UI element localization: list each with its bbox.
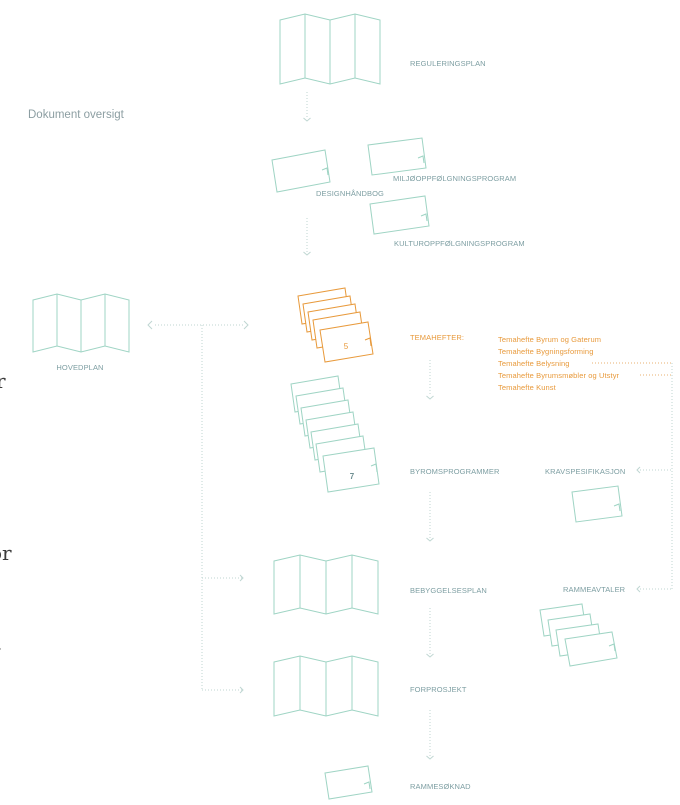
miljo-label: MILJØOPPFØLGNINGSPROGRAM	[393, 174, 516, 183]
arrow-forprosjekt-to-rammesoknad	[426, 710, 434, 760]
forprosjekt-map-icon	[273, 655, 379, 717]
kravspesifikasjon-label: KRAVSPESIFIKASJON	[545, 467, 625, 476]
temahefter-count: 5	[344, 342, 349, 351]
bebyggelsesplan-map-icon	[273, 554, 379, 615]
byromsprogrammer-stack-icon: 7	[290, 375, 380, 493]
reguleringsplan-map-icon	[279, 13, 381, 85]
designhandbog-label: DESIGNHÅNDBOG	[316, 189, 384, 198]
arrow-temahefter-to-byromsprogrammer	[426, 360, 434, 400]
temahefte-item: Temahefte Kunst	[498, 383, 557, 392]
cut-off-text-3: .	[0, 631, 2, 655]
forprosjekt-label: FORPROSJEKT	[410, 685, 467, 694]
rammesoknad-doc-icon	[324, 765, 373, 800]
byromsprogrammer-count: 7	[350, 472, 355, 481]
bebyggelsesplan-label: BEBYGGELSESPLAN	[410, 586, 487, 595]
arrow-byromsprogrammer-to-bebyggelsesplan	[426, 492, 434, 542]
arrow-reguleringsplan-to-designhandbog	[303, 92, 311, 122]
hovedplan-label: HOVEDPLAN	[56, 363, 103, 372]
temahefte-item: Temahefte Bygningsforming	[498, 347, 593, 356]
reguleringsplan-label: REGULERINGSPLAN	[410, 59, 486, 68]
hovedplan-map-icon	[32, 293, 130, 353]
temahefter-label: TEMAHEFTER:	[410, 333, 464, 342]
rammeavtaler-label: RAMMEAVTALER	[563, 585, 626, 594]
arrow-bebyggelsesplan-to-forprosjekt	[426, 608, 434, 658]
arrow-designhandbog-to-temahefter	[303, 218, 311, 256]
kultur-label: KULTUROPPFØLGNINGSPROGRAM	[394, 239, 525, 248]
kravspesifikasjon-doc-icon	[571, 485, 623, 523]
hovedplan-connector	[147, 320, 249, 694]
cut-off-text-1: r	[0, 369, 6, 393]
temahefte-item: Temahefte Byrum og Gaterum	[498, 335, 601, 344]
temahefte-item: Temahefte Belysning	[498, 359, 570, 368]
temahefter-stack-icon: 5	[297, 287, 374, 363]
rammesoknad-label: RAMMESØKNAD	[410, 782, 471, 791]
temahefter-list: Temahefte Byrum og Gaterum Temahefte Byg…	[498, 335, 620, 392]
miljo-doc-icon	[367, 137, 427, 176]
temahefte-item: Temahefte Byrumsmøbler og Utstyr	[498, 371, 620, 380]
page-title: Dokument oversigt	[28, 109, 125, 121]
rammeavtaler-stack-icon	[539, 603, 618, 667]
cut-off-text-2: or	[0, 541, 12, 565]
temahefter-right-connector	[592, 362, 673, 593]
kultur-doc-icon	[369, 195, 430, 235]
byromsprogrammer-label: BYROMSPROGRAMMER	[410, 467, 500, 476]
designhandbog-doc-icon	[271, 149, 331, 193]
